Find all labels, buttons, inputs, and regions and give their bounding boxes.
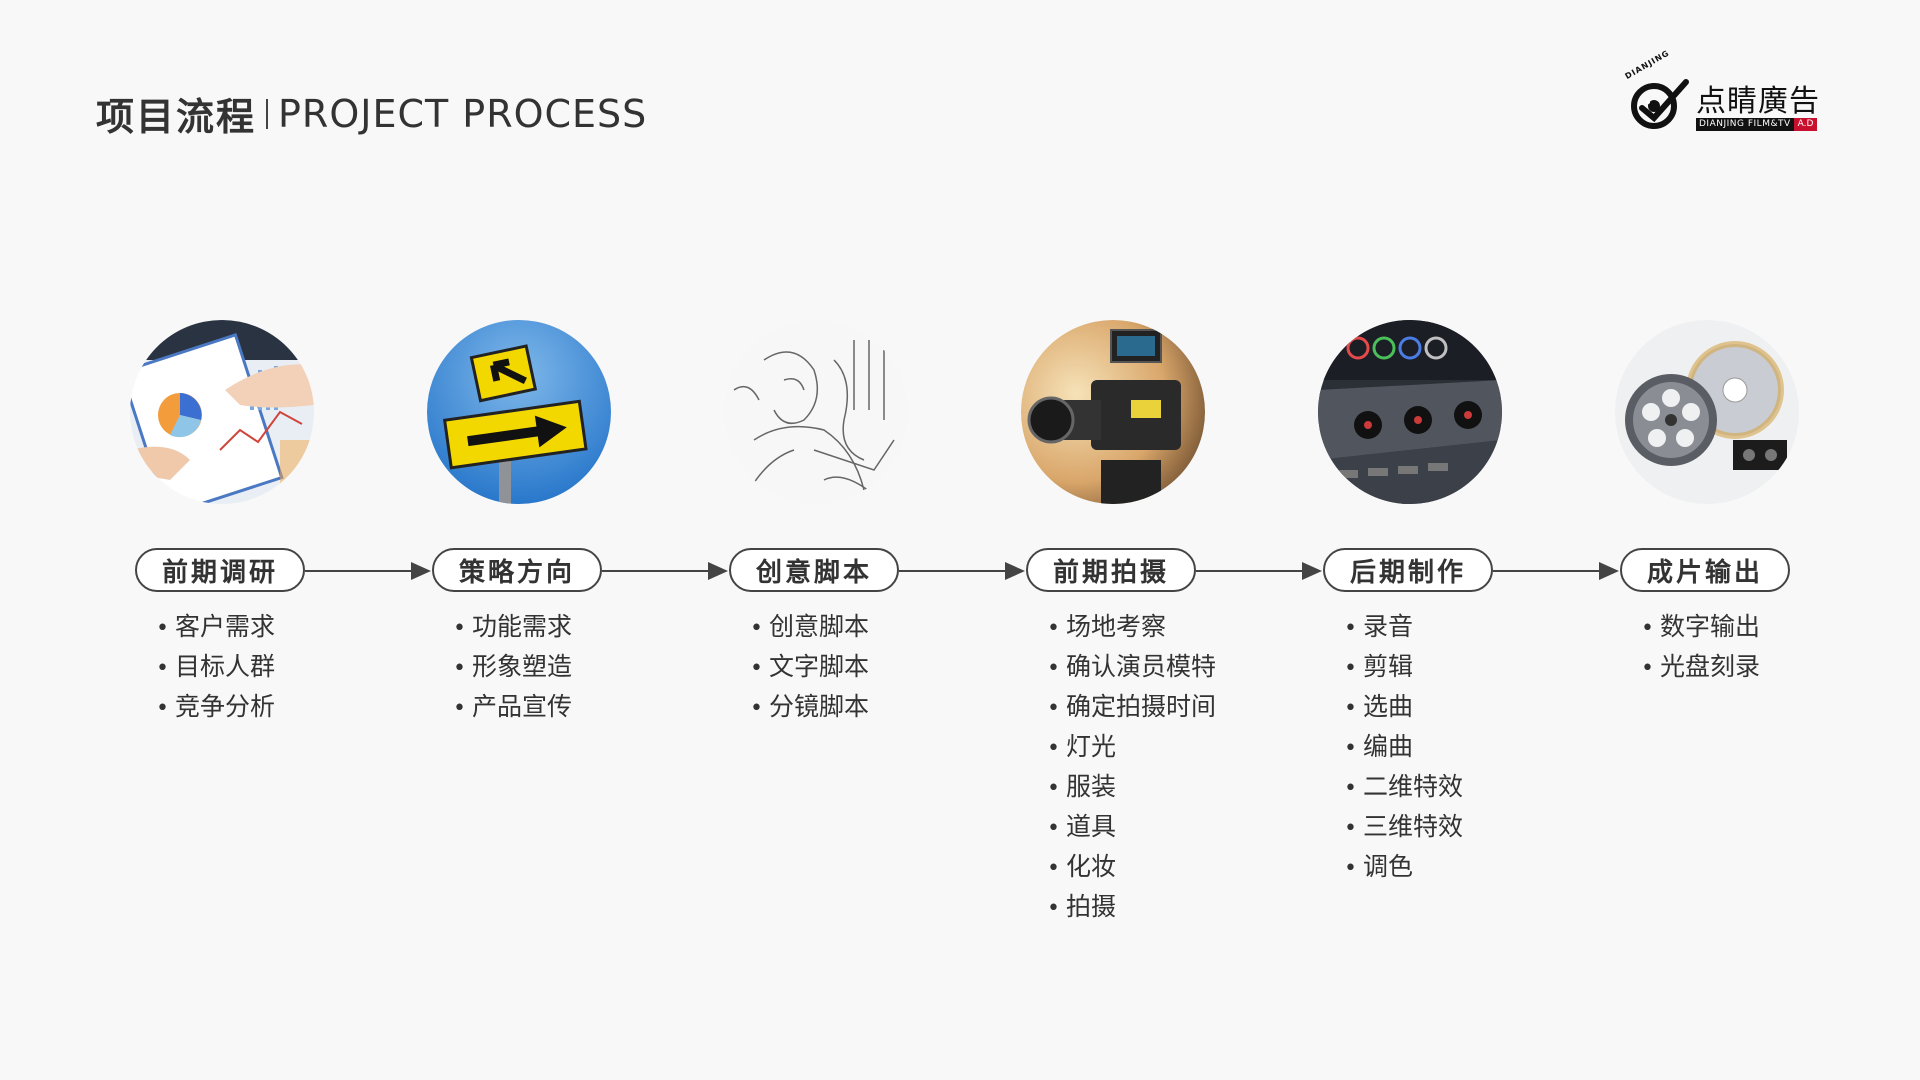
list-item: 场地考察 bbox=[1047, 608, 1216, 648]
flow-arrow-4 bbox=[1196, 570, 1318, 572]
step-1-label: 前期调研 bbox=[135, 548, 305, 592]
list-item: 文字脚本 bbox=[750, 648, 869, 688]
flow-arrow-1 bbox=[305, 570, 427, 572]
list-item: 录音 bbox=[1344, 608, 1463, 648]
list-item: 创意脚本 bbox=[750, 608, 869, 648]
film-reel-disc-icon bbox=[1615, 320, 1799, 504]
step-1-items: 客户需求 目标人群 竞争分析 bbox=[156, 608, 275, 728]
step-5-items: 录音 剪辑 选曲 编曲 二维特效 三维特效 调色 bbox=[1344, 608, 1463, 888]
flow-arrow-5 bbox=[1493, 570, 1615, 572]
step-4-items: 场地考察 确认演员模特 确定拍摄时间 灯光 服装 道具 化妆 拍摄 bbox=[1047, 608, 1216, 928]
step-5-label: 后期制作 bbox=[1323, 548, 1493, 592]
list-item: 化妆 bbox=[1047, 848, 1216, 888]
step-3-label: 创意脚本 bbox=[729, 548, 899, 592]
step-4-label: 前期拍摄 bbox=[1026, 548, 1196, 592]
list-item: 三维特效 bbox=[1344, 808, 1463, 848]
list-item: 确认演员模特 bbox=[1047, 648, 1216, 688]
list-item: 产品宣传 bbox=[453, 688, 572, 728]
list-item: 编曲 bbox=[1344, 728, 1463, 768]
film-camera-icon bbox=[1021, 320, 1205, 504]
list-item: 服装 bbox=[1047, 768, 1216, 808]
list-item: 竞争分析 bbox=[156, 688, 275, 728]
step-6-label: 成片输出 bbox=[1620, 548, 1790, 592]
list-item: 目标人群 bbox=[156, 648, 275, 688]
step-4-image bbox=[1021, 320, 1205, 504]
list-item: 功能需求 bbox=[453, 608, 572, 648]
list-item: 道具 bbox=[1047, 808, 1216, 848]
list-item: 客户需求 bbox=[156, 608, 275, 648]
step-6-image bbox=[1615, 320, 1799, 504]
list-item: 剪辑 bbox=[1344, 648, 1463, 688]
step-2-image bbox=[427, 320, 611, 504]
step-3-image bbox=[724, 320, 908, 504]
step-2-label: 策略方向 bbox=[432, 548, 602, 592]
step-6-items: 数字输出 光盘刻录 bbox=[1641, 608, 1760, 688]
flow-arrow-2 bbox=[602, 570, 724, 572]
handshake-chart-icon bbox=[130, 320, 314, 504]
list-item: 拍摄 bbox=[1047, 888, 1216, 928]
list-item: 形象塑造 bbox=[453, 648, 572, 688]
list-item: 确定拍摄时间 bbox=[1047, 688, 1216, 728]
editing-console-icon bbox=[1318, 320, 1502, 504]
flow-arrow-3 bbox=[899, 570, 1021, 572]
step-3-items: 创意脚本 文字脚本 分镜脚本 bbox=[750, 608, 869, 728]
direction-sign-icon bbox=[427, 320, 611, 504]
list-item: 分镜脚本 bbox=[750, 688, 869, 728]
step-1-image bbox=[130, 320, 314, 504]
step-5-image bbox=[1318, 320, 1502, 504]
list-item: 选曲 bbox=[1344, 688, 1463, 728]
step-2-items: 功能需求 形象塑造 产品宣传 bbox=[453, 608, 572, 728]
list-item: 二维特效 bbox=[1344, 768, 1463, 808]
list-item: 数字输出 bbox=[1641, 608, 1760, 648]
list-item: 灯光 bbox=[1047, 728, 1216, 768]
storyboard-sketch-icon bbox=[724, 320, 908, 504]
list-item: 光盘刻录 bbox=[1641, 648, 1760, 688]
list-item: 调色 bbox=[1344, 848, 1463, 888]
